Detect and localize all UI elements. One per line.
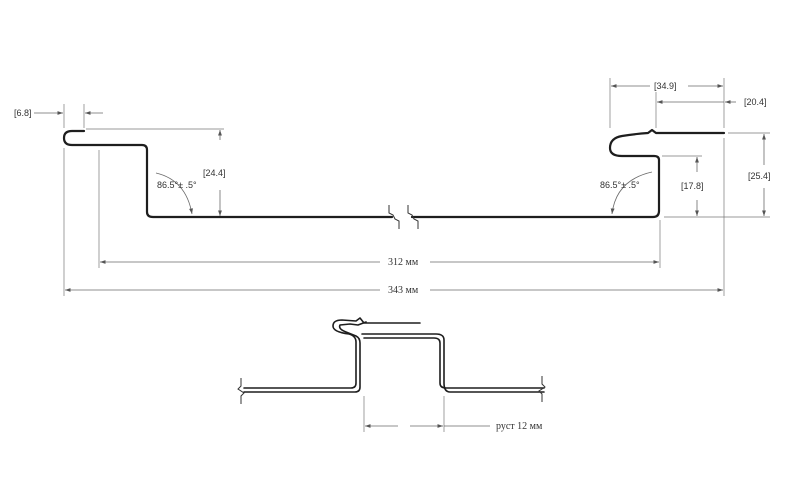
joint-detail: руст 12 мм [237, 317, 546, 432]
dimensions-main [34, 78, 770, 296]
dim-25-4-label: [25.4] [748, 171, 771, 181]
width-312-label: 312 мм [388, 257, 419, 268]
dim-24-4-label: [24.4] [203, 168, 226, 178]
break-symbol-right [407, 205, 419, 229]
joint-break-left [237, 378, 245, 404]
joint-break-right [538, 376, 546, 402]
joint-right-panel [363, 337, 545, 389]
joint-left-panel [243, 317, 421, 389]
break-symbol-left [388, 205, 400, 229]
dimension-labels: [6.8] [24.4] 86.5°± .5° [34.9] [20.4] [2… [14, 81, 771, 296]
main-panel-profile [62, 128, 726, 229]
dim-34-9-label: [34.9] [654, 81, 677, 91]
joint-right-inner [361, 333, 545, 393]
joint-left-inner [243, 321, 367, 393]
angle-left-label: 86.5°± .5° [157, 180, 197, 190]
dim-17-8-label: [17.8] [681, 181, 704, 191]
width-343-label: 343 мм [388, 285, 419, 296]
gap-label: руст 12 мм [496, 421, 543, 432]
dim-20-4-label: [20.4] [744, 97, 767, 107]
right-lock-profile [410, 128, 726, 219]
left-hem-lock [62, 129, 394, 219]
angle-right-label: 86.5°± .5° [600, 180, 640, 190]
dim-6-8-label: [6.8] [14, 108, 32, 118]
